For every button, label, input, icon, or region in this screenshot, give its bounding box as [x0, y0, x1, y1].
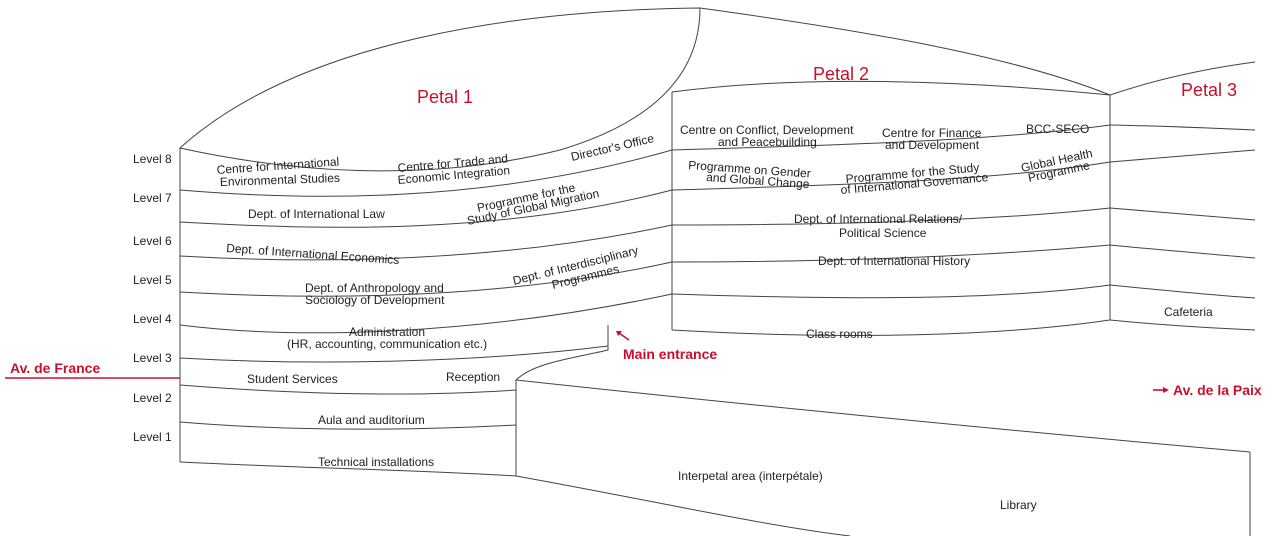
level-1-label: Level 1	[133, 430, 172, 444]
technical-installations-label: Technical installations	[318, 455, 434, 469]
interpetal-structure	[515, 379, 1251, 536]
level-2-label: Level 2	[133, 391, 172, 405]
petal-3-structure	[1109, 61, 1256, 331]
library-label: Library	[1000, 498, 1037, 512]
petal-3-title: Petal 3	[1181, 80, 1237, 100]
av-de-france-label: Av. de France	[10, 360, 100, 376]
student-services-label: Student Services	[247, 372, 338, 386]
entrance-arrow-icon	[618, 332, 630, 341]
level-6-label: Level 6	[133, 234, 172, 248]
centre-environmental-studies-line2: Environmental Studies	[220, 171, 340, 189]
administration-line1: Administration	[349, 325, 425, 339]
level-labels: Level 8 Level 7 Level 6 Level 5 Level 4 …	[133, 152, 172, 444]
dept-international-economics-label: Dept. of International Economics	[226, 241, 400, 267]
level-5-label: Level 5	[133, 273, 172, 287]
petal-2-rooms: Centre on Conflict, Development and Peac…	[680, 122, 1094, 341]
dept-international-relations-line1: Dept. of International Relations/	[794, 212, 963, 226]
av-de-la-paix-arrowhead	[1163, 387, 1169, 393]
class-rooms-label: Class rooms	[806, 327, 873, 341]
centre-conflict-line1: Centre on Conflict, Development	[680, 123, 854, 137]
aula-auditorium-label: Aula and auditorium	[318, 413, 425, 427]
centre-conflict-line2: and Peacebuilding	[718, 135, 817, 149]
bcc-seco-label: BCC-SECO	[1026, 122, 1089, 136]
level-4-label: Level 4	[133, 312, 172, 326]
level-3-label: Level 3	[133, 351, 172, 365]
petal-1-rooms: Centre for International Environmental S…	[216, 131, 655, 469]
petal-1-structure	[178, 7, 701, 477]
av-de-la-paix-label: Av. de la Paix	[1173, 382, 1262, 398]
administration-line2: (HR, accounting, communication etc.)	[287, 337, 487, 351]
cafeteria-label: Cafeteria	[1164, 305, 1213, 319]
main-entrance-label: Main entrance	[623, 346, 717, 362]
dept-international-history-label: Dept. of International History	[818, 254, 970, 268]
streets: Av. de France Av. de la Paix	[5, 360, 1262, 398]
petal-2-structure	[671, 7, 1111, 336]
petal-2-title: Petal 2	[813, 64, 869, 84]
level-7-label: Level 7	[133, 191, 172, 205]
dept-international-relations-line2: Political Science	[839, 226, 927, 240]
dept-anthropology-line2: Sociology of Development	[305, 293, 445, 307]
directors-office-label: Director's Office	[570, 131, 656, 164]
dept-international-law-label: Dept. of International Law	[248, 207, 385, 221]
entrance-arrowhead-icon	[616, 331, 622, 336]
centre-finance-line1: Centre for Finance	[882, 126, 982, 140]
reception-label: Reception	[446, 370, 500, 384]
centre-finance-line2: and Development	[885, 138, 980, 152]
dept-anthropology-line1: Dept. of Anthropology and	[305, 281, 444, 295]
petal-1-title: Petal 1	[417, 87, 473, 107]
level-8-label: Level 8	[133, 152, 172, 166]
interpetal-area-label: Interpetal area (interpétale)	[678, 469, 823, 483]
main-entrance: Main entrance	[616, 331, 717, 362]
